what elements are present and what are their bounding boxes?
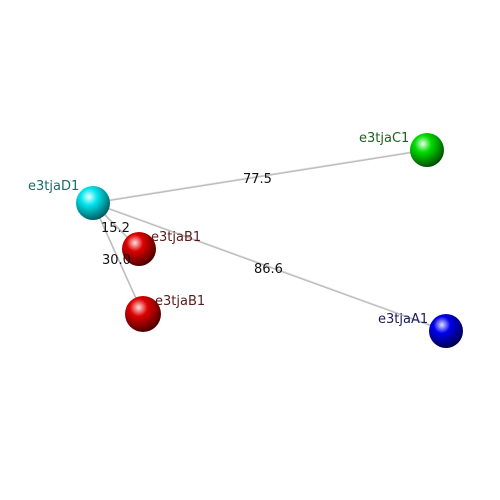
atoms <box>76 133 463 348</box>
distance-line-d1-b1b <box>92 202 144 315</box>
distance-label-d1-b1b: 30.0 <box>102 253 131 268</box>
distance-labels: 77.5 86.6 15.2 30.0 <box>101 172 283 277</box>
atom-label-a1: e3tjaA1 <box>378 312 428 327</box>
atom-label-b1a: e3tjaB1 <box>151 230 201 245</box>
distance-label-d1-a1: 86.6 <box>254 262 283 277</box>
distance-line-highlight <box>92 201 447 331</box>
atom-sphere-c1[interactable] <box>410 133 444 167</box>
atom-sphere-d1[interactable] <box>76 186 110 220</box>
distance-label-d1-c1: 77.5 <box>243 172 272 187</box>
atom-sphere-b1a[interactable] <box>122 232 156 266</box>
atom-label-b1b: e3tjaB1 <box>155 294 205 309</box>
distance-line-d1-a1 <box>92 202 447 332</box>
atom-sphere-a1[interactable] <box>429 314 463 348</box>
atom-label-d1: e3tjaD1 <box>28 179 79 194</box>
distance-label-d1-b1a: 15.2 <box>101 221 130 236</box>
atom-sphere-b1b[interactable] <box>125 296 161 332</box>
distance-line-highlight <box>92 148 428 203</box>
atom-label-c1: e3tjaC1 <box>359 131 409 146</box>
distance-line-d1-c1 <box>92 149 428 204</box>
atom-labels: e3tjaD1 e3tjaC1 e3tjaB1 e3tjaB1 e3tjaA1 <box>28 131 428 327</box>
